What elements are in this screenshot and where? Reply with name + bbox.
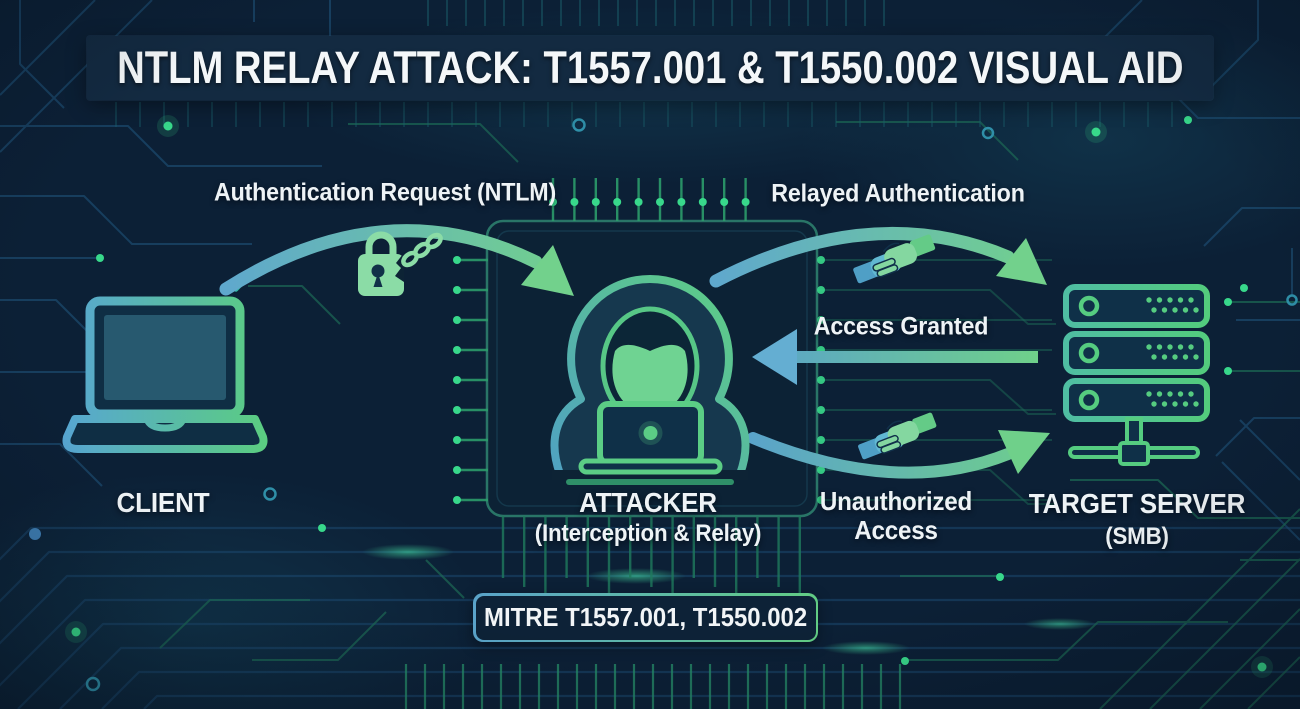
mitre-reference-box: MITRE T1557.001, T1550.002 bbox=[473, 593, 818, 642]
circuit-bus-lines bbox=[0, 526, 1300, 709]
auth-request-label: Authentication Request (NTLM) bbox=[213, 178, 557, 207]
relayed-auth-arrow bbox=[709, 227, 1047, 288]
unauthorized-access-label: Unauthorized Access bbox=[819, 485, 973, 545]
client-label: CLIENT bbox=[116, 487, 210, 518]
unauthorized-access-arrow bbox=[747, 430, 1050, 479]
mitre-reference-inner: MITRE T1557.001, T1550.002 bbox=[475, 595, 816, 640]
bottom-tick-row bbox=[404, 664, 902, 709]
server-rack-icon bbox=[1063, 284, 1210, 466]
server-label: TARGET SERVER bbox=[1028, 488, 1246, 519]
lock-chain-icon bbox=[358, 231, 443, 296]
trace-glow-spots bbox=[362, 544, 1096, 655]
title-banner: NTLM RELAY ATTACK: T1557.001 & T1550.002… bbox=[87, 36, 1213, 100]
access-granted-label: Access Granted bbox=[813, 312, 989, 341]
laptop-icon bbox=[62, 296, 268, 453]
mitre-reference-text: MITRE T1557.001, T1550.002 bbox=[483, 602, 808, 632]
cpu-chip-pins bbox=[453, 178, 1056, 596]
page-title: NTLM RELAY ATTACK: T1557.001 & T1550.002… bbox=[116, 42, 1184, 93]
relayed-auth-label: Relayed Authentication bbox=[771, 179, 1025, 208]
top-tick-row bbox=[427, 0, 885, 26]
access-granted-arrow bbox=[752, 329, 1038, 385]
attacker-label: ATTACKER bbox=[579, 487, 717, 518]
attacker-sublabel: (Interception & Relay) bbox=[534, 520, 762, 547]
under-title-tick-row bbox=[115, 102, 1173, 127]
server-sublabel: (SMB) bbox=[1105, 523, 1169, 550]
handshake-icon-unauthorized bbox=[853, 407, 941, 463]
hooded-attacker-icon bbox=[550, 275, 750, 485]
attacker-mask bbox=[612, 344, 688, 414]
